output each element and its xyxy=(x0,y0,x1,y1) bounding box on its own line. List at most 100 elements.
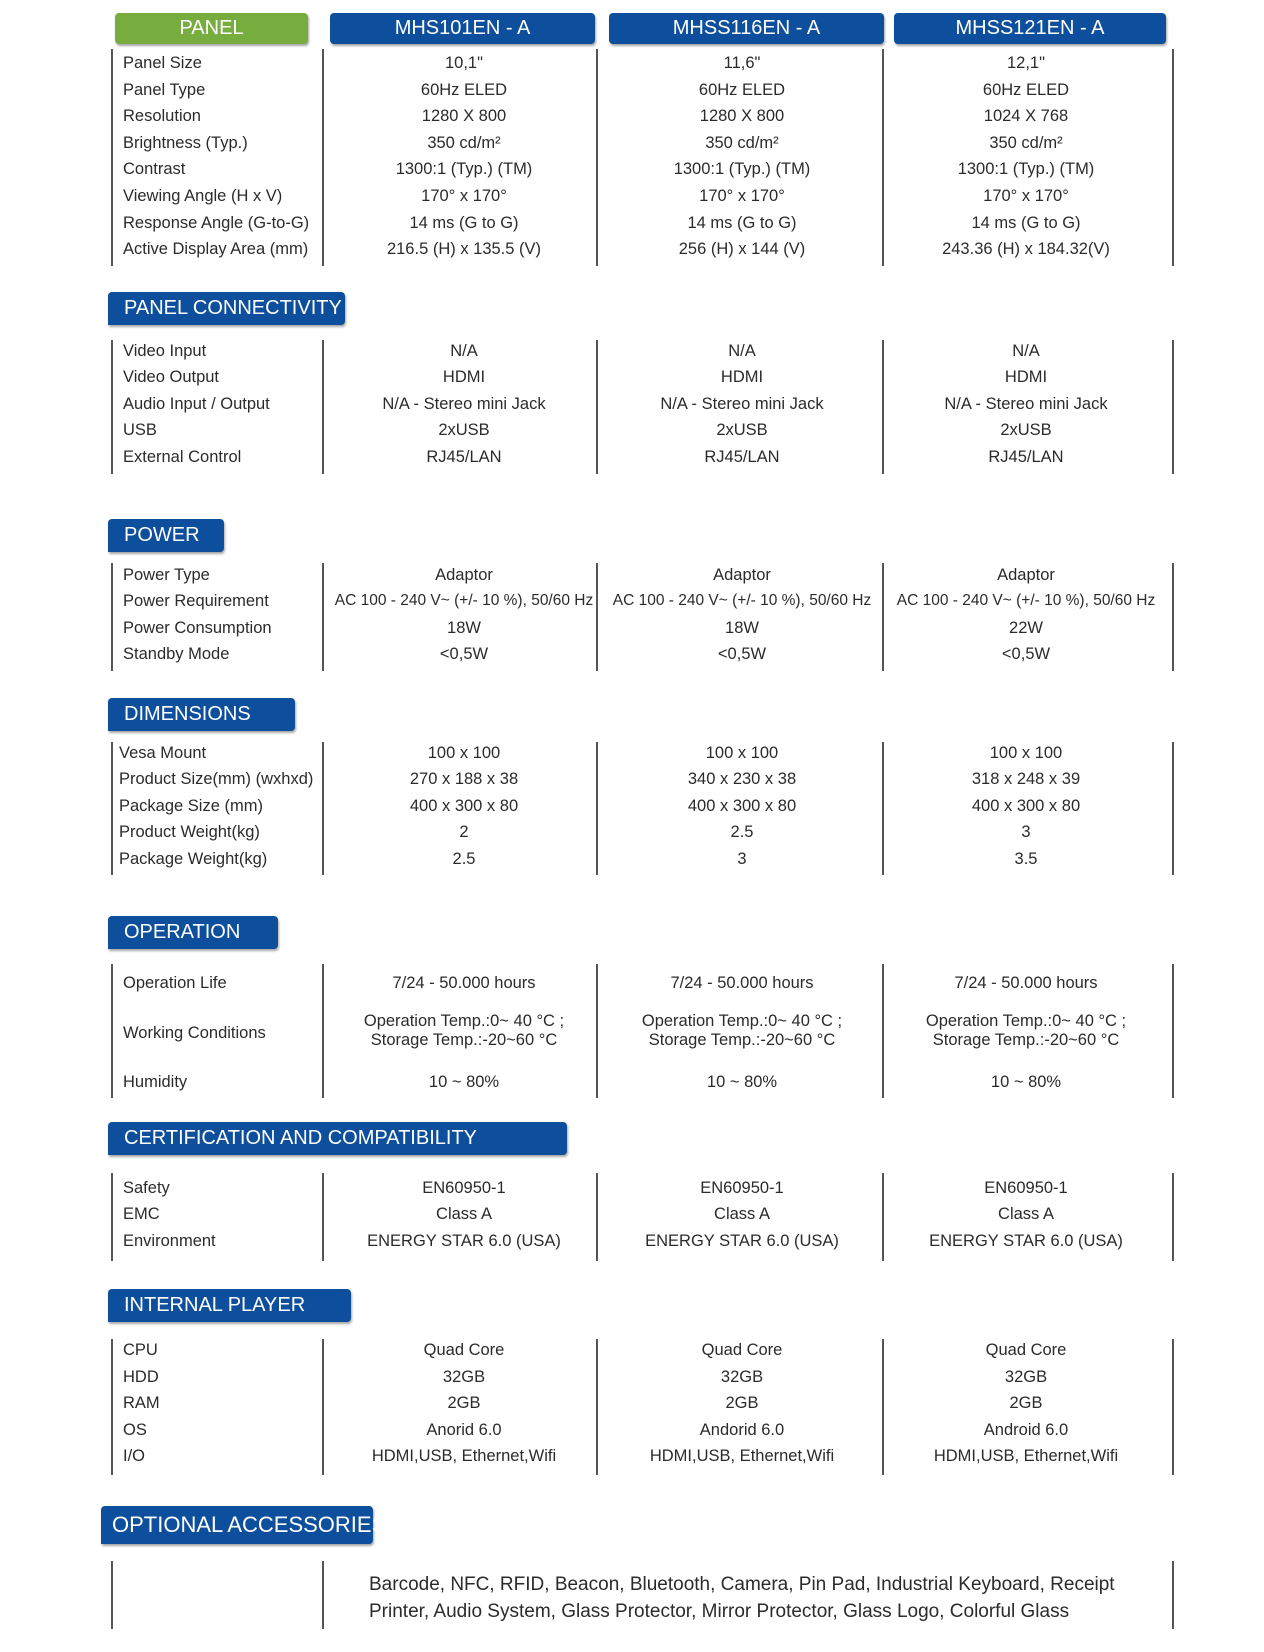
cell: 7/24 - 50.000 hours xyxy=(670,974,814,992)
cell-line: Storage Temp.:-20~60 °C xyxy=(370,1031,558,1049)
cell: 350 cd/m² xyxy=(427,134,501,152)
row-label: Video Output xyxy=(123,368,220,386)
cell: Operation Temp.:0~ 40 °C ;Storage Temp.:… xyxy=(890,1012,1162,1050)
divider xyxy=(111,563,113,671)
cell: 7/24 - 50.000 hours xyxy=(392,974,536,992)
divider xyxy=(596,1339,598,1475)
cell: 60Hz ELED xyxy=(420,81,508,99)
cell: EN60950-1 xyxy=(700,1179,784,1197)
cell: 400 x 300 x 80 xyxy=(409,797,519,815)
cell: Adaptor xyxy=(435,566,493,584)
section-operation: Operation Life 7/24 - 50.000 hours 7/24 … xyxy=(0,964,1264,1098)
row-label: Power Consumption xyxy=(123,619,272,637)
cell: Class A xyxy=(998,1205,1054,1223)
cell: 2xUSB xyxy=(438,421,490,439)
cell: 14 ms (G to G) xyxy=(687,214,797,232)
section-panel-connectivity: Video Input N/A N/A N/A Video Output HDM… xyxy=(0,340,1264,474)
row-label: Standby Mode xyxy=(123,645,230,663)
section-internal-player: CPU Quad Core Quad Core Quad Core HDD 32… xyxy=(0,1339,1264,1475)
row-label: Package Weight(kg) xyxy=(119,850,268,868)
divider xyxy=(596,49,598,266)
divider xyxy=(596,742,598,875)
divider xyxy=(882,563,884,671)
divider xyxy=(882,1173,884,1261)
row-label: Operation Life xyxy=(123,974,227,992)
cell: 10 ~ 80% xyxy=(990,1073,1062,1091)
divider xyxy=(882,1339,884,1475)
cell: N/A - Stereo mini Jack xyxy=(944,395,1108,413)
section-title-certification: CERTIFICATION AND COMPATIBILITY xyxy=(108,1122,567,1155)
divider xyxy=(1172,340,1174,474)
divider xyxy=(1172,1561,1174,1629)
divider xyxy=(882,340,884,474)
cell: 350 cd/m² xyxy=(989,134,1063,152)
cell: <0,5W xyxy=(717,645,767,663)
cell: 3 xyxy=(737,850,747,868)
cell: RJ45/LAN xyxy=(704,448,780,466)
section-title-operation: OPERATION xyxy=(108,916,278,949)
cell: 170° x 170° xyxy=(699,187,785,205)
cell: 400 x 300 x 80 xyxy=(687,797,797,815)
divider xyxy=(322,964,324,1098)
divider xyxy=(111,1339,113,1475)
cell-line: Operation Temp.:0~ 40 °C ; xyxy=(925,1012,1127,1030)
accessories-line: Printer, Audio System, Glass Protector, … xyxy=(369,1601,1070,1622)
divider xyxy=(111,742,113,875)
divider xyxy=(882,49,884,266)
row-label: I/O xyxy=(123,1447,146,1465)
cell: <0,5W xyxy=(1001,645,1051,663)
divider xyxy=(1172,964,1174,1098)
cell: N/A - Stereo mini Jack xyxy=(382,395,546,413)
cell: Operation Temp.:0~ 40 °C ;Storage Temp.:… xyxy=(606,1012,878,1050)
divider xyxy=(111,49,113,266)
cell: 2GB xyxy=(447,1394,481,1412)
cell: 3 xyxy=(1021,823,1031,841)
section-power: Power Type Adaptor Adaptor Adaptor Power… xyxy=(0,563,1264,671)
cell-line: Storage Temp.:-20~60 °C xyxy=(932,1031,1120,1049)
cell: 1300:1 (Typ.) (TM) xyxy=(957,160,1095,178)
cell-line: Operation Temp.:0~ 40 °C ; xyxy=(641,1012,843,1030)
row-label: Power Requirement xyxy=(123,592,269,610)
cell-line: Storage Temp.:-20~60 °C xyxy=(648,1031,836,1049)
section-optional-accessories xyxy=(0,1561,1264,1629)
divider xyxy=(882,964,884,1098)
row-label: Product Weight(kg) xyxy=(119,823,260,841)
cell: 2.5 xyxy=(730,823,754,841)
cell: 2xUSB xyxy=(1000,421,1052,439)
row-label: Contrast xyxy=(123,160,186,178)
cell: 22W xyxy=(1009,619,1043,637)
cell: 32GB xyxy=(720,1368,764,1386)
cell: EN60950-1 xyxy=(422,1179,506,1197)
cell: 32GB xyxy=(442,1368,486,1386)
cell: HDMI,USB, Ethernet,Wifi xyxy=(933,1447,1119,1465)
cell: N/A - Stereo mini Jack xyxy=(660,395,824,413)
cell: Adaptor xyxy=(713,566,771,584)
cell: HDMI xyxy=(720,368,764,386)
cell: N/A xyxy=(728,342,756,360)
divider xyxy=(596,340,598,474)
row-label: Package Size (mm) xyxy=(119,797,263,815)
row-label: Environment xyxy=(123,1232,216,1250)
cell: ENERGY STAR 6.0 (USA) xyxy=(929,1232,1123,1250)
divider xyxy=(1172,49,1174,266)
row-label: Product Size(mm) (wxhxd) xyxy=(119,770,314,788)
cell: N/A xyxy=(450,342,478,360)
section-panel: Panel Size 10,1" 11,6" 12,1" Panel Type … xyxy=(0,49,1264,266)
row-label: Audio Input / Output xyxy=(123,395,270,413)
cell: N/A xyxy=(1012,342,1040,360)
row-label: OS xyxy=(123,1421,147,1439)
cell: ENERGY STAR 6.0 (USA) xyxy=(645,1232,839,1250)
cell: 100 x 100 xyxy=(989,744,1063,762)
cell: 100 x 100 xyxy=(427,744,501,762)
divider xyxy=(1172,742,1174,875)
cell: 350 cd/m² xyxy=(705,134,779,152)
cell: 14 ms (G to G) xyxy=(971,214,1081,232)
divider xyxy=(1172,563,1174,671)
cell: 170° x 170° xyxy=(983,187,1069,205)
row-label: Humidity xyxy=(123,1073,188,1091)
model-header-3: MHSS121EN - A xyxy=(894,13,1166,44)
cell: 318 x 248 x 39 xyxy=(971,770,1081,788)
row-label: Safety xyxy=(123,1179,170,1197)
cell: 1024 X 768 xyxy=(983,107,1069,125)
divider xyxy=(322,340,324,474)
